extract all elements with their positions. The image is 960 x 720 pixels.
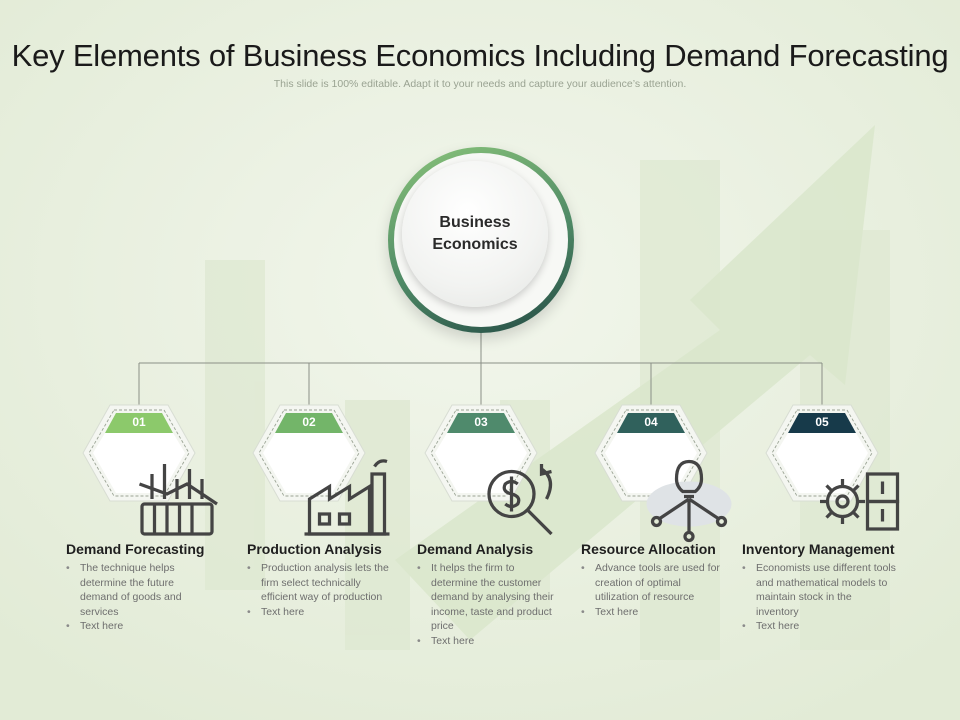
item-production-analysis: Production Analysis Production analysis …	[247, 541, 417, 619]
item-number: 02	[302, 415, 316, 429]
item-bullets: The technique helps determine the future…	[66, 561, 236, 634]
item-number: 04	[644, 415, 658, 429]
hexagon-03: 03	[423, 403, 553, 536]
center-label-line2: Economics	[432, 236, 518, 253]
bullet-placeholder: Text here	[581, 605, 751, 620]
gear-boxes-icon	[820, 472, 900, 531]
item-title: Production Analysis	[247, 541, 382, 557]
item-resource-allocation: Resource Allocation Advance tools are us…	[581, 541, 751, 619]
item-title: Demand Analysis	[417, 541, 534, 557]
bullet-description: Economists use different tools and mathe…	[742, 561, 896, 619]
bullet-description: It helps the firm to determine the custo…	[417, 561, 559, 634]
item-number: 01	[132, 415, 146, 429]
hexagon-band	[105, 413, 173, 433]
magnifier-dollar-icon	[487, 464, 553, 536]
hexagon-04: 04	[593, 403, 732, 543]
hexagon-shape	[252, 404, 366, 502]
item-bullets: Production analysis lets the firm select…	[247, 561, 417, 619]
item-demand-analysis: Demand Analysis It helps the firm to det…	[417, 541, 587, 648]
center-circle: Business Economics	[388, 147, 574, 333]
item-inventory-management: Inventory Management Economists use diff…	[742, 541, 912, 634]
center-label: Business Economics	[402, 161, 548, 307]
bullet-description: Production analysis lets the firm select…	[247, 561, 391, 605]
hexagon-shape	[594, 404, 708, 502]
bullet-placeholder: Text here	[247, 605, 417, 620]
bullet-placeholder: Text here	[66, 619, 236, 634]
item-number: 05	[815, 415, 829, 429]
hexagon-shape	[424, 404, 538, 502]
hexagon-01: 01	[81, 403, 218, 536]
hexagon-02: 02	[251, 403, 390, 536]
bar-chart-icon	[138, 464, 218, 536]
item-title: Demand Forecasting	[66, 541, 205, 557]
hexagon-shape	[82, 404, 196, 502]
hexagon-band	[447, 413, 515, 433]
slide-title: Key Elements of Business Economics Inclu…	[11, 38, 949, 73]
hexagon-band	[617, 413, 685, 433]
item-bullets: Economists use different tools and mathe…	[742, 561, 912, 634]
factory-icon	[304, 459, 390, 536]
item-title: Resource Allocation	[581, 541, 716, 557]
hexagon-band	[275, 413, 343, 433]
item-number: 03	[474, 415, 488, 429]
bullet-placeholder: Text here	[742, 619, 912, 634]
slide-subtitle: This slide is 100% editable. Adapt it to…	[273, 78, 687, 90]
hexagon-05: 05	[764, 403, 900, 531]
item-bullets: It helps the firm to determine the custo…	[417, 561, 587, 648]
bullet-placeholder: Text here	[417, 634, 587, 649]
center-label-line1: Business	[439, 214, 511, 231]
item-bullets: Advance tools are used for creation of o…	[581, 561, 751, 619]
hexagon-shape	[765, 404, 879, 502]
bullet-description: Advance tools are used for creation of o…	[581, 561, 725, 605]
item-demand-forecasting: Demand Forecasting The technique helps d…	[66, 541, 236, 634]
item-title: Inventory Management	[742, 541, 895, 557]
hexagon-band	[788, 413, 856, 433]
lightbulb-network-icon	[646, 459, 732, 543]
bullet-description: The technique helps determine the future…	[66, 561, 205, 619]
